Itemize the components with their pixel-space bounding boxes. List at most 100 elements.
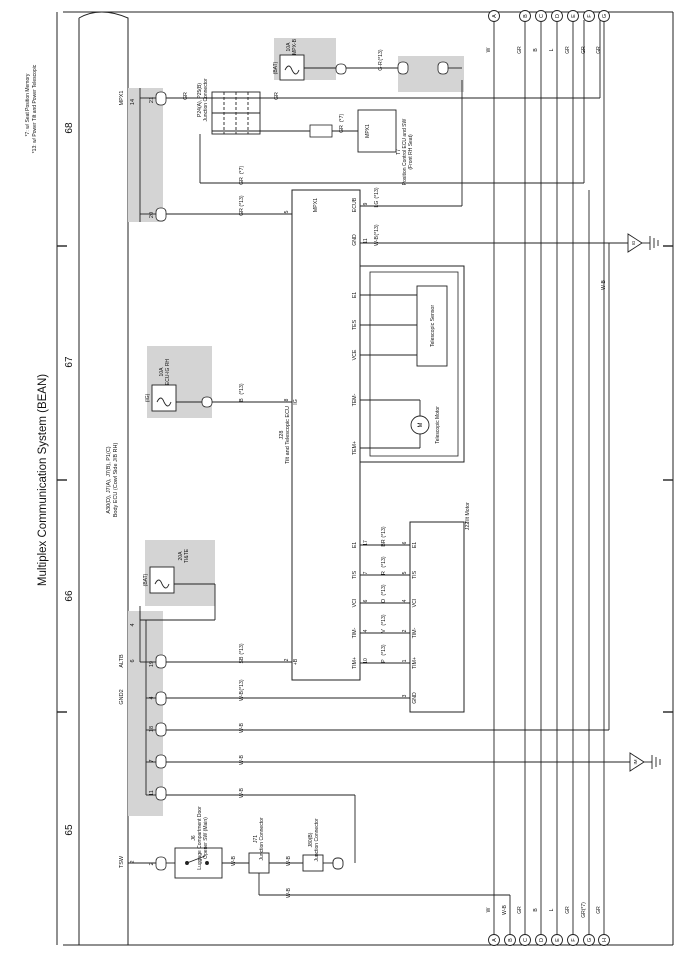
luggage-switch-name2: Opener SW (Main) (203, 817, 209, 859)
pin-number-21: 21 (149, 97, 155, 103)
wire-label-n13-ecub: (*13) (374, 187, 380, 199)
junction-connector-p24 (211, 91, 261, 135)
fuse-ecu-ig-rating: 10A (159, 367, 165, 377)
pin-label-4: 4 (130, 623, 136, 626)
bus-label-d-top: D (555, 14, 561, 18)
tilt-ecu-pin-numbers: 5 9 11 8 2 17 7 6 4 10 (284, 202, 369, 663)
pin-label-mpx1: MPX1 (119, 91, 125, 106)
wire-label-gr-mpx: GR (183, 92, 189, 100)
wire-label-o: O (381, 599, 387, 603)
telescopic-motor-symbol: M (418, 423, 424, 428)
pin-number-11: 11 (149, 790, 155, 796)
tilt-motor-pin-vci: VCI (412, 599, 418, 608)
fuse-mpx-b-name: MPX-B (292, 38, 298, 55)
tilt-ecu-num-7: 7 (363, 571, 369, 574)
junction-j80-code: J80(B) (308, 832, 314, 847)
junction-p24-code: P24(A), P25(B) (197, 83, 203, 117)
fuse-tilt-rating: 20A (178, 551, 184, 561)
wire-label-n13-sb: (*13) (239, 643, 245, 655)
wire-label-gr2-top: GR (565, 46, 571, 54)
wire-label-n13-br: (*13) (381, 526, 387, 538)
tilt-motor-num-4: 4 (402, 599, 408, 602)
page-number-65: 65 (64, 824, 75, 836)
bus-label-h: H (602, 938, 608, 942)
tilt-telescopic-ecu: J28 Tilt and Telescopic ECU (279, 189, 361, 681)
page-number-66: 66 (64, 590, 75, 602)
tilt-ecu-num-11: 11 (363, 238, 369, 243)
pin-label-tsw: TSW (119, 855, 125, 868)
body-ecu-connectors (155, 91, 167, 871)
page-number-67: 67 (64, 356, 75, 368)
tilt-ecu-num-6: 6 (363, 599, 369, 602)
page-frame (56, 11, 674, 946)
wire-label-wb-bottom-row: W-B (286, 887, 292, 898)
bus-label-e-top: E (571, 14, 577, 18)
telescopic-block (359, 265, 465, 463)
fuse-tilt-source: (BAT) (143, 573, 149, 586)
wire-label-wb-bottom: W-B (502, 905, 508, 915)
tilt-ecu-pin-gnd: GND (352, 234, 358, 246)
tilt-motor-pin-e1: E1 (412, 542, 418, 548)
luggage-switch-code: J6 (191, 835, 197, 841)
pin-label-2: 2 (130, 860, 136, 863)
tilt-motor-num-2: 2 (402, 629, 408, 632)
wire-label-gr4-top: GR (596, 46, 602, 54)
position-ecu-code: T7 (396, 149, 402, 155)
fuse-mpx-b-rating: 10A (286, 42, 292, 52)
fuse-ecu-ig-source: (IG) (145, 393, 151, 402)
bus-label-g-top: G (602, 14, 608, 18)
wires (139, 20, 630, 935)
pin-label-gnd2: GND2 (119, 689, 125, 704)
wire-label-wb-18: W-B (239, 722, 245, 733)
footnote-seat-memory: *7: w/ Seat Position Memory (25, 73, 31, 136)
bus-top-circles (488, 10, 610, 22)
pin-number-7: 7 (149, 759, 155, 762)
wire-labels: GR GR GR (*7) GR (*7) GR (*13) LG (*13) … (183, 49, 387, 898)
wire-label-n13-gnd: (*13) (374, 224, 380, 236)
wire-label-gr-r: G-R (378, 61, 384, 71)
wire-label-lg-ecub: LG (374, 201, 380, 208)
wire-label-b-ig: B (239, 398, 245, 402)
wire-label-p: P (381, 659, 387, 663)
body-ecu-internal-wires (128, 88, 156, 864)
connector-gr-pair (397, 61, 449, 75)
wire-label-wb-j71: W-B (231, 855, 237, 866)
tilt-ecu-pin-tes: TES (352, 319, 358, 330)
telescopic-motor-label: Telescopic Motor (435, 406, 441, 444)
wire-label-gr-junction: GR (274, 92, 280, 100)
junction-j71-name: Junction Connector (259, 817, 265, 860)
bus-label-b: B (508, 938, 514, 942)
tilt-motor-pin-tis: TIS (412, 570, 418, 579)
tilt-motor-name: Tilt Motor (465, 502, 471, 524)
wire-label-wb-7: W-B (239, 754, 245, 765)
tilt-motor-pin-numbers: 6 5 4 2 1 3 (402, 541, 408, 697)
wire-label-n13-o: (*13) (381, 584, 387, 596)
bus-label-b-top: B (523, 14, 529, 18)
wire-label-w-bottom: W (486, 907, 492, 912)
tilt-ecu-pin-vci: VCI (352, 599, 358, 608)
junction-j80-name: Junction Connector (314, 818, 320, 861)
tilt-ecu-pin-tem-minus: TEM- (352, 393, 358, 406)
tilt-motor-pin-tim-plus: TIM+ (412, 657, 418, 669)
wire-label-wb-gnd2: W-B (239, 690, 245, 701)
bus-label-c: C (523, 938, 529, 942)
bus-label-a-top: A (492, 14, 498, 18)
tilt-motor-pins: E1 TIS VCI TIM- TIM+ GND (412, 542, 418, 704)
wire-label-gr3-top: GR (581, 46, 587, 54)
body-ecu-pins: MPX1 14 ALTB 6 GND2 4 TSW 2 (119, 91, 136, 869)
luggage-switch (174, 847, 223, 879)
tilt-motor-pin-gnd: GND (412, 692, 418, 704)
ground-label-im: IM (633, 759, 638, 764)
tilt-ecu-pin-vce: VCE (352, 349, 358, 360)
junction-j80 (302, 854, 344, 872)
bus-label-d: D (539, 938, 545, 942)
fuse-tilt (149, 566, 216, 620)
pin-number-18: 18 (149, 726, 155, 732)
wire-label-n13-v: (*13) (381, 614, 387, 626)
fuse-tilt-name: TI&TE (184, 548, 190, 563)
position-ecu-pin: MPX1 (365, 124, 371, 138)
wire-label-gr-top: GR (517, 46, 523, 54)
bus-label-f: F (571, 938, 577, 942)
wire-label-b-top: B (533, 48, 539, 52)
tilt-ecu-pin-plus-b: +B (293, 658, 299, 665)
